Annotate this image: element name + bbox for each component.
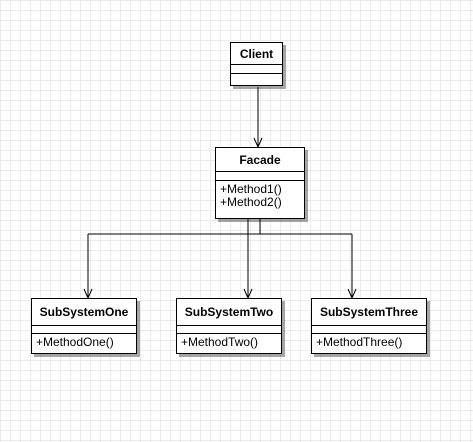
subsystemthree-class-name: SubSystemThree [312,299,426,326]
facade-operation: +Method1() [220,182,282,196]
facade-class[interactable]: Facade +Method1() +Method2() [215,147,305,219]
subsystemthree-class[interactable]: SubSystemThree +MethodThree() [311,298,427,354]
subsystemtwo-attributes [177,326,281,334]
subsystemone-operation: +MethodOne() [36,335,114,349]
subsystemthree-operation: +MethodThree() [316,335,403,349]
facade-operations: +Method1() +Method2() [216,181,304,209]
client-class[interactable]: Client [230,42,283,86]
client-class-name: Client [231,43,282,65]
subsystemone-class-name: SubSystemOne [32,299,136,326]
subsystemtwo-class[interactable]: SubSystemTwo +MethodTwo() [176,298,282,354]
subsystemthree-attributes [312,326,426,334]
facade-operation: +Method2() [220,195,282,209]
subsystemone-operations: +MethodOne() [32,334,136,349]
facade-class-name: Facade [216,148,304,172]
client-attributes [231,65,282,74]
subsystemtwo-class-name: SubSystemTwo [177,299,281,326]
subsystemtwo-operations: +MethodTwo() [177,334,281,349]
subsystemthree-operations: +MethodThree() [312,334,426,349]
subsystemone-class[interactable]: SubSystemOne +MethodOne() [31,298,137,354]
client-operations [231,74,282,85]
subsystemtwo-operation: +MethodTwo() [181,335,259,349]
subsystemone-attributes [32,326,136,334]
facade-attributes [216,172,304,181]
